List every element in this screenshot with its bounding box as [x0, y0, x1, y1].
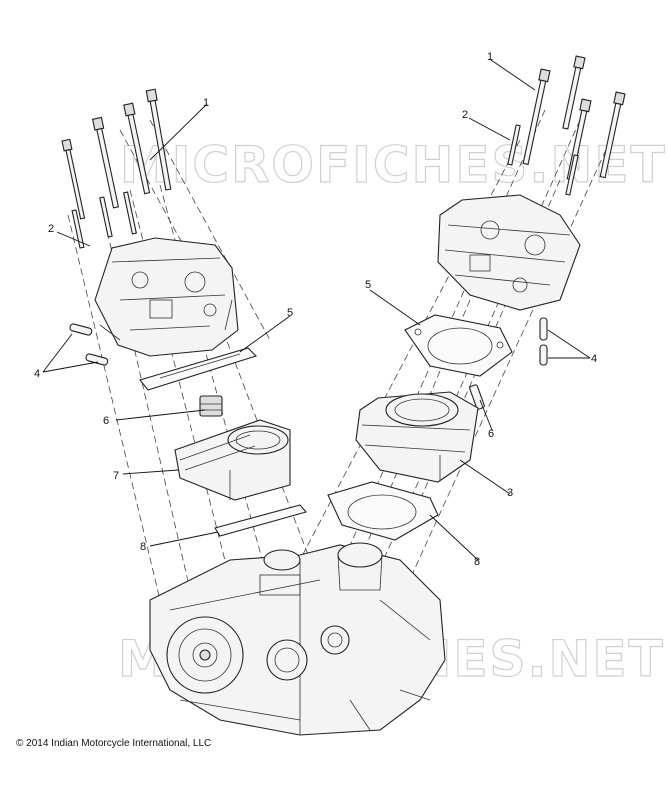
callout-right-5: 5	[365, 279, 371, 291]
leader-lines	[42, 59, 591, 561]
left-cylinder	[174, 419, 291, 501]
callouts: 1 2 4 5 6 7 8 1 2 5 4 6 3 8	[34, 51, 597, 568]
callout-left-8: 8	[140, 541, 146, 553]
right-cylinder-head	[437, 194, 581, 311]
callout-right-4: 4	[591, 353, 597, 365]
callout-left-1: 1	[203, 97, 209, 109]
right-studs	[507, 124, 579, 196]
callout-right-6: 6	[488, 428, 494, 440]
right-small-part	[469, 384, 485, 410]
left-studs	[71, 191, 137, 249]
copyright-notice: © 2014 Indian Motorcycle International, …	[16, 738, 211, 749]
callout-left-5: 5	[287, 307, 293, 319]
callout-right-3: 3	[507, 487, 513, 499]
callout-right-1: 1	[487, 51, 493, 63]
right-cylinder	[355, 391, 479, 483]
right-head-gasket	[404, 314, 513, 377]
copyright-symbol: ©	[16, 738, 24, 749]
callout-left-6: 6	[103, 415, 109, 427]
left-small-part	[199, 395, 223, 417]
callout-right-8: 8	[474, 556, 480, 568]
left-head-bolts	[61, 88, 172, 220]
callout-left-4: 4	[34, 368, 40, 380]
left-head-gasket	[139, 347, 258, 391]
callout-right-2: 2	[462, 109, 468, 121]
right-dowels	[539, 317, 548, 366]
left-base-gasket	[214, 504, 307, 537]
callout-left-2: 2	[48, 223, 54, 235]
watermark-top: MICROFICHES.NET	[120, 136, 667, 194]
copyright-text: 2014 Indian Motorcycle International, LL…	[26, 738, 212, 749]
callout-left-7: 7	[113, 470, 119, 482]
crankcase	[149, 542, 446, 736]
left-cylinder-head	[94, 237, 239, 357]
right-base-gasket	[327, 481, 439, 541]
left-dowels	[69, 323, 109, 366]
